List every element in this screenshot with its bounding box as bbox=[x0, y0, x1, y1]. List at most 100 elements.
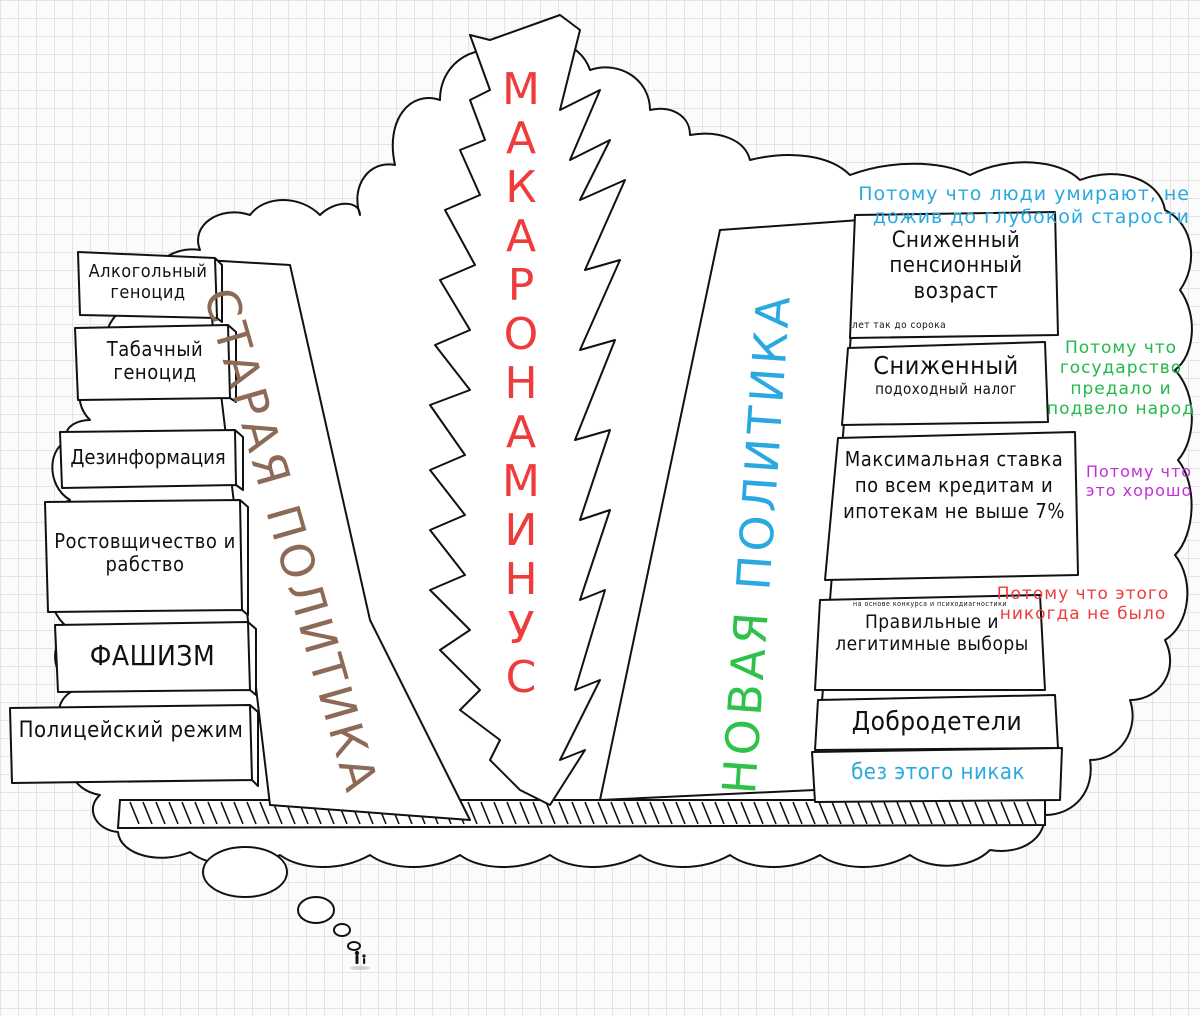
old-book-5 bbox=[54, 621, 257, 696]
shelf-hatch-line bbox=[870, 801, 881, 825]
old-book-1 bbox=[77, 251, 223, 323]
new-book-label-pension-sub: лет так до сорока bbox=[852, 320, 947, 331]
shelf-hatch-line bbox=[506, 801, 517, 825]
shelf-hatch-line bbox=[558, 801, 569, 825]
shelf-hatch-line bbox=[675, 801, 686, 825]
shelf-hatch-line bbox=[259, 801, 270, 825]
shelf-hatch-line bbox=[753, 801, 764, 825]
shelf-hatch-line bbox=[467, 801, 478, 825]
new-book-2 bbox=[841, 341, 1049, 426]
shelf-hatch-line bbox=[714, 801, 725, 825]
new-book-label-elections-note: на основе конкурса и психодиагностики bbox=[852, 600, 1007, 608]
old-book-label-2: Табачный геноцид bbox=[106, 337, 204, 384]
title-letter: М bbox=[502, 64, 540, 115]
shelf-hatch-line bbox=[1026, 801, 1037, 825]
new-book-label-pension: Сниженный пенсионный возраст bbox=[889, 228, 1023, 304]
shelf-hatch-line bbox=[922, 801, 933, 825]
shelf-hatch-line bbox=[766, 801, 777, 825]
shelf-hatch-line bbox=[792, 801, 803, 825]
new-book-label-virtues: Добродетели bbox=[851, 707, 1023, 737]
old-book-label-4: Ростовщичество и рабство bbox=[54, 529, 236, 576]
shelf-hatch-line bbox=[805, 801, 816, 825]
shelf-hatch-line bbox=[207, 801, 218, 825]
shelf-hatch-line bbox=[545, 801, 556, 825]
shelf-hatch-line bbox=[896, 801, 907, 825]
old-book-2 bbox=[74, 324, 237, 403]
title-letter: А bbox=[505, 113, 537, 164]
shelf-hatch-line bbox=[883, 801, 894, 825]
title-letter: Р bbox=[507, 260, 535, 311]
new-book-6 bbox=[811, 747, 1063, 803]
shelf-hatch-line bbox=[220, 801, 231, 825]
shelf-hatch-line bbox=[142, 801, 153, 825]
shelf-hatch-line bbox=[571, 801, 582, 825]
new-book-3 bbox=[824, 431, 1079, 581]
shelf-hatch-line bbox=[688, 801, 699, 825]
shelf-hatch-line bbox=[1000, 801, 1011, 825]
title-letter: М bbox=[502, 456, 540, 507]
shelf-hatch-line bbox=[649, 801, 660, 825]
shelf-hatch-line bbox=[233, 801, 244, 825]
zigzag-tree bbox=[429, 14, 626, 806]
old-book-label-6: Полицейский режим bbox=[18, 718, 244, 743]
shelf-hatch-line bbox=[194, 801, 205, 825]
shelf-hatch-line bbox=[623, 801, 634, 825]
new-book-label-elections: Правильные и легитимные выборы bbox=[835, 611, 1029, 655]
new-book-label-tax-main: Сниженный bbox=[873, 351, 1019, 380]
title-letter: У bbox=[507, 603, 535, 654]
shelf-hatch-line bbox=[974, 801, 985, 825]
title-letter: Н bbox=[504, 358, 538, 409]
shelf-hatch-line bbox=[727, 801, 738, 825]
note-credit: Потому что это хорошо bbox=[1085, 462, 1193, 501]
shelf-hatch-line bbox=[493, 801, 504, 825]
note-tax: Потому что государство предало и подвело… bbox=[1047, 338, 1195, 420]
shelf-hatch-line bbox=[948, 801, 959, 825]
shelf-hatch-line bbox=[610, 801, 621, 825]
shelf-hatch-line bbox=[961, 801, 972, 825]
title-letter: С bbox=[505, 652, 537, 703]
shelf-hatch-line bbox=[168, 801, 179, 825]
note-pension: Потому что люди умирают, не дожив до глу… bbox=[858, 183, 1190, 228]
shelf-hatch-line bbox=[662, 801, 673, 825]
note-elections: Потому что этого никогда не было bbox=[996, 584, 1170, 625]
shelf-hatch-line bbox=[480, 801, 491, 825]
thought-bubble-medium bbox=[297, 896, 335, 924]
title-letter: А bbox=[505, 211, 537, 262]
shelf-hatch-line bbox=[519, 801, 530, 825]
shelf-hatch-line bbox=[935, 801, 946, 825]
shelf-hatch-line bbox=[779, 801, 790, 825]
shelf-hatch-line bbox=[532, 801, 543, 825]
shelf-hatch-line bbox=[636, 801, 647, 825]
shelf-hatch-line bbox=[584, 801, 595, 825]
thought-bubble-tiny bbox=[347, 941, 361, 951]
shelf-hatch-line bbox=[740, 801, 751, 825]
shelf-hatch-line bbox=[857, 801, 868, 825]
title-letter: Н bbox=[504, 554, 538, 605]
new-book-4 bbox=[814, 594, 1046, 691]
shelf-hatch-line bbox=[155, 801, 166, 825]
title-letter: О bbox=[503, 309, 539, 360]
thought-bubble-small bbox=[333, 923, 351, 937]
shelf-hatch-line bbox=[909, 801, 920, 825]
new-book-label-tax-sub: подоходный налог bbox=[875, 379, 1017, 398]
tiny-people-icon bbox=[354, 950, 366, 964]
shelf-hatch-line bbox=[701, 801, 712, 825]
old-book-label-1: Алкогольный геноцид bbox=[88, 261, 208, 303]
old-book-3 bbox=[59, 429, 244, 491]
title-letter: И bbox=[504, 505, 538, 556]
old-book-label-3: Дезинформация bbox=[70, 445, 226, 469]
shelf-hatch-line bbox=[831, 801, 842, 825]
shelf-hatch-line bbox=[246, 801, 257, 825]
old-book-6 bbox=[9, 704, 259, 787]
shelf-hatch-line bbox=[597, 801, 608, 825]
title-letter: К bbox=[505, 162, 537, 213]
new-book-label-virtues-note: без этого никак bbox=[851, 760, 1025, 785]
old-policy-book-spine bbox=[204, 259, 471, 821]
shelf-hatch-line bbox=[1013, 801, 1024, 825]
new-book-label-credit: Максимальная ставка по всем кредитам и и… bbox=[843, 447, 1065, 523]
thought-bubble-large bbox=[202, 846, 288, 898]
shelf-hatch-line bbox=[129, 801, 140, 825]
shelf-hatch-line bbox=[818, 801, 829, 825]
